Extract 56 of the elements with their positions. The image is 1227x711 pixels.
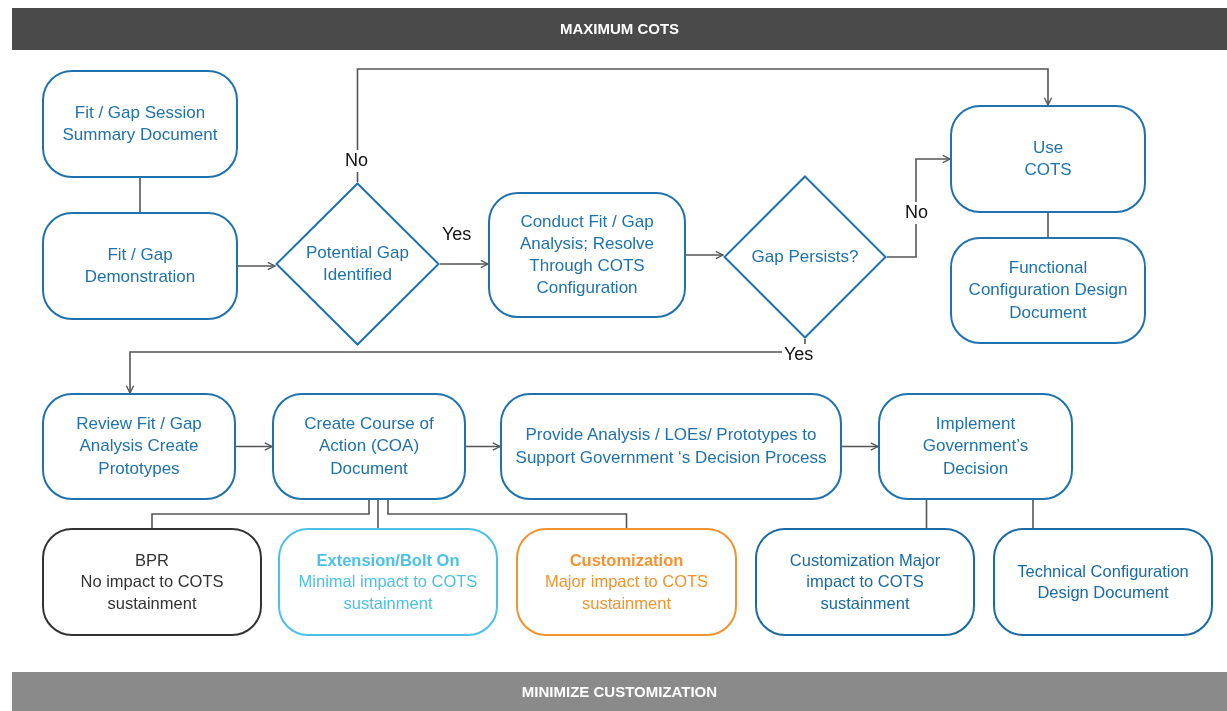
process-box: [516, 528, 737, 636]
connector-line: [151, 499, 370, 529]
arrow: [439, 259, 489, 269]
node-label: Fit / Gap Session Summary Document: [61, 101, 219, 146]
connector-line: [387, 499, 628, 529]
footer-band: [12, 672, 1227, 711]
node-label: Provide Analysis / LOEs/ Prototypes to Support Government ‘s Decision Process: [514, 424, 828, 469]
connector-line: [1047, 212, 1049, 238]
node-label: Major impact to COTS sustainment: [543, 571, 710, 614]
connector-line: [925, 499, 928, 529]
node-label: Use COTS: [1023, 136, 1073, 181]
connector-line: [1032, 499, 1034, 529]
process-box: [272, 393, 466, 500]
arrow: [237, 261, 276, 271]
node-heading: Extension/Bolt On: [316, 549, 460, 571]
band-title: MINIMIZE CUSTOMIZATION: [521, 681, 718, 702]
arrow: [465, 442, 501, 451]
process-box: [42, 70, 238, 178]
process-box: [878, 393, 1073, 500]
process-box: [993, 528, 1213, 636]
connector-line: [139, 177, 141, 213]
process-box: [278, 528, 498, 636]
edge-label: No: [903, 202, 930, 224]
arrow: [235, 442, 273, 451]
node-label: Minimal impact to COTS sustainment: [297, 571, 479, 614]
node-label: Functional Configuration Design Document: [967, 257, 1129, 324]
node-heading: Customization: [569, 549, 684, 571]
node-label: Technical Configuration Design Document: [1016, 560, 1190, 603]
node-heading: BPR: [135, 549, 169, 571]
arrow: [841, 442, 879, 451]
process-box: [950, 105, 1146, 213]
decision-diamond: [723, 175, 887, 339]
process-box: [42, 393, 236, 500]
decision-diamond: [275, 182, 440, 346]
process-box: [42, 212, 238, 320]
node-label: Fit / Gap Demonstration: [83, 243, 197, 288]
arrow: [125, 338, 806, 394]
process-box: [755, 528, 975, 636]
process-box: [500, 393, 842, 500]
node-label: No impact to COTS sustainment: [79, 571, 225, 614]
node-label: Review Fit / Gap Analysis Create Prototypes: [75, 413, 203, 480]
node-label: Customization Major impact to COTS sustainment: [788, 549, 942, 614]
arrow: [356, 68, 1053, 183]
arrow: [685, 250, 724, 260]
process-box: [42, 528, 262, 636]
band-title: MAXIMUM COTS: [559, 19, 680, 39]
node-label: Conduct Fit / Gap Analysis; Resolve Through COTS Configuration: [518, 210, 656, 300]
header-band: [12, 8, 1227, 50]
node-label: Create Course of Action (COA) Document: [303, 413, 435, 480]
node-label: Gap Persists?: [751, 245, 859, 268]
process-box: [488, 192, 686, 318]
node-label: Implement Government’s Decision: [921, 413, 1030, 480]
node-label: Potential Gap Identified: [305, 241, 410, 286]
connector-line: [377, 499, 379, 529]
edge-label: No: [343, 150, 370, 172]
process-box: [950, 237, 1146, 344]
